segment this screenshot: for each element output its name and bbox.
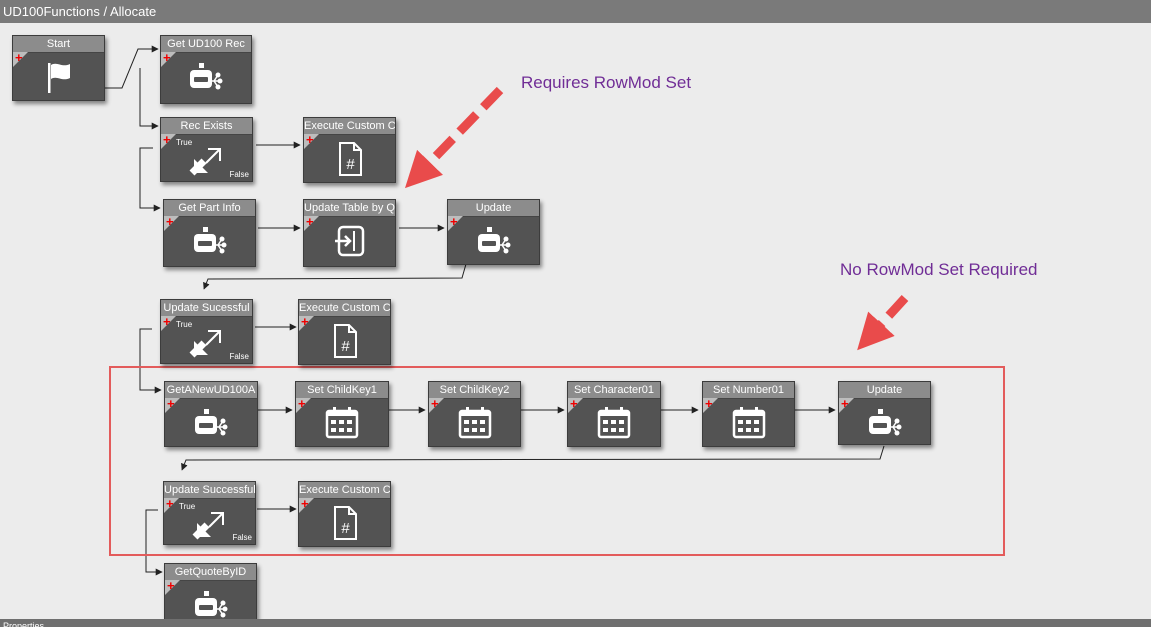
plus-icon[interactable]: + bbox=[841, 396, 849, 411]
condition-icon bbox=[189, 330, 221, 358]
custom-code-icon: # bbox=[333, 324, 357, 358]
custom-code-icon: # bbox=[338, 142, 362, 176]
calendar-icon bbox=[325, 407, 359, 439]
plus-icon[interactable]: + bbox=[570, 396, 578, 411]
plus-icon[interactable]: + bbox=[306, 132, 314, 147]
node-update-successful[interactable]: Update Successful + True False bbox=[163, 481, 256, 545]
node-title: GetANewUD100A bbox=[165, 382, 257, 399]
node-set-childkey1[interactable]: Set ChildKey1 + bbox=[295, 381, 389, 447]
node-get-ud100-rec[interactable]: Get UD100 Rec + bbox=[160, 35, 252, 104]
node-title: Update bbox=[448, 200, 539, 217]
node-execute-custom-code-3[interactable]: Execute Custom Co + # bbox=[298, 481, 391, 547]
node-title: Update Table by Q bbox=[304, 200, 395, 217]
branch-false-label: False bbox=[229, 352, 249, 361]
custom-code-icon: # bbox=[333, 506, 357, 540]
node-get-quote-by-id[interactable]: GetQuoteByID + bbox=[164, 563, 257, 619]
service-call-icon bbox=[477, 227, 510, 254]
plus-icon[interactable]: + bbox=[298, 396, 306, 411]
plus-icon[interactable]: + bbox=[450, 214, 458, 229]
highlight-box bbox=[109, 366, 1005, 556]
plus-icon[interactable]: + bbox=[301, 314, 309, 329]
plus-icon[interactable]: + bbox=[431, 396, 439, 411]
node-set-number01[interactable]: Set Number01 + bbox=[702, 381, 795, 447]
node-update-table-by-query[interactable]: Update Table by Q + bbox=[303, 199, 396, 267]
node-title: Update Successful bbox=[164, 482, 255, 499]
branch-true-label: True bbox=[176, 138, 193, 147]
node-title: Rec Exists bbox=[161, 118, 252, 135]
service-call-icon bbox=[868, 409, 901, 436]
node-title: Update Sucessful bbox=[161, 300, 252, 317]
condition-icon bbox=[189, 148, 221, 176]
node-title: Execute Custom Co bbox=[299, 300, 390, 317]
node-title: Set ChildKey2 bbox=[429, 382, 520, 399]
calendar-icon bbox=[458, 407, 491, 439]
svg-text:#: # bbox=[341, 520, 350, 537]
annotation-requires-rowmod: Requires RowMod Set bbox=[521, 73, 692, 92]
svg-text:#: # bbox=[346, 156, 355, 173]
node-title: Start bbox=[13, 36, 104, 53]
annotation-no-rowmod: No RowMod Set Required bbox=[840, 260, 1038, 279]
plus-icon[interactable]: + bbox=[163, 314, 171, 329]
node-title: Update bbox=[839, 382, 930, 399]
svg-text:#: # bbox=[341, 338, 350, 355]
node-start[interactable]: Start + bbox=[12, 35, 105, 101]
node-title: Get UD100 Rec bbox=[161, 36, 251, 53]
node-title: Execute Custom Co bbox=[304, 118, 395, 135]
node-title: Set ChildKey1 bbox=[296, 382, 388, 399]
flag-icon bbox=[47, 63, 70, 93]
calendar-icon bbox=[732, 407, 765, 439]
service-call-icon bbox=[194, 591, 227, 618]
branch-true-label: True bbox=[176, 320, 193, 329]
node-set-character01[interactable]: Set Character01 + bbox=[567, 381, 661, 447]
branch-false-label: False bbox=[232, 533, 252, 542]
plus-icon[interactable]: + bbox=[15, 50, 23, 65]
plus-icon[interactable]: + bbox=[163, 132, 171, 147]
node-execute-custom-code-1[interactable]: Execute Custom Co + # bbox=[303, 117, 396, 183]
plus-icon[interactable]: + bbox=[167, 578, 175, 593]
service-call-icon bbox=[190, 63, 223, 90]
node-set-childkey2[interactable]: Set ChildKey2 + bbox=[428, 381, 521, 447]
node-update-sucessful[interactable]: Update Sucessful + True False bbox=[160, 299, 253, 364]
calendar-icon bbox=[597, 407, 631, 439]
node-get-part-info[interactable]: Get Part Info + bbox=[163, 199, 256, 267]
plus-icon[interactable]: + bbox=[166, 214, 174, 229]
condition-icon bbox=[192, 512, 224, 540]
window-title: UD100Functions / Allocate bbox=[0, 0, 1151, 23]
connection-wires bbox=[105, 45, 909, 576]
service-call-icon bbox=[193, 227, 226, 254]
node-title: Set Number01 bbox=[703, 382, 794, 399]
plus-icon[interactable]: + bbox=[705, 396, 713, 411]
plus-icon[interactable]: + bbox=[306, 214, 314, 229]
update-table-icon bbox=[334, 225, 364, 257]
plus-icon[interactable]: + bbox=[166, 496, 174, 511]
node-title: Set Character01 bbox=[568, 382, 660, 399]
node-title: GetQuoteByID bbox=[165, 564, 256, 581]
node-title: Execute Custom Co bbox=[299, 482, 390, 499]
plus-icon[interactable]: + bbox=[301, 496, 309, 511]
node-execute-custom-code-2[interactable]: Execute Custom Co + # bbox=[298, 299, 391, 365]
node-update-1[interactable]: Update + bbox=[447, 199, 540, 265]
node-title: Get Part Info bbox=[164, 200, 255, 217]
node-rec-exists[interactable]: Rec Exists + True False bbox=[160, 117, 253, 182]
properties-panel-header[interactable]: Properties bbox=[0, 619, 1151, 627]
node-update-2[interactable]: Update + bbox=[838, 381, 931, 445]
branch-false-label: False bbox=[229, 170, 249, 179]
branch-true-label: True bbox=[179, 502, 196, 511]
node-get-a-new-ud100a[interactable]: GetANewUD100A + bbox=[164, 381, 258, 447]
workflow-canvas[interactable]: Requires RowMod Set No RowMod Set Requir… bbox=[0, 23, 1151, 619]
service-call-icon bbox=[195, 409, 228, 436]
plus-icon[interactable]: + bbox=[167, 396, 175, 411]
plus-icon[interactable]: + bbox=[163, 50, 171, 65]
